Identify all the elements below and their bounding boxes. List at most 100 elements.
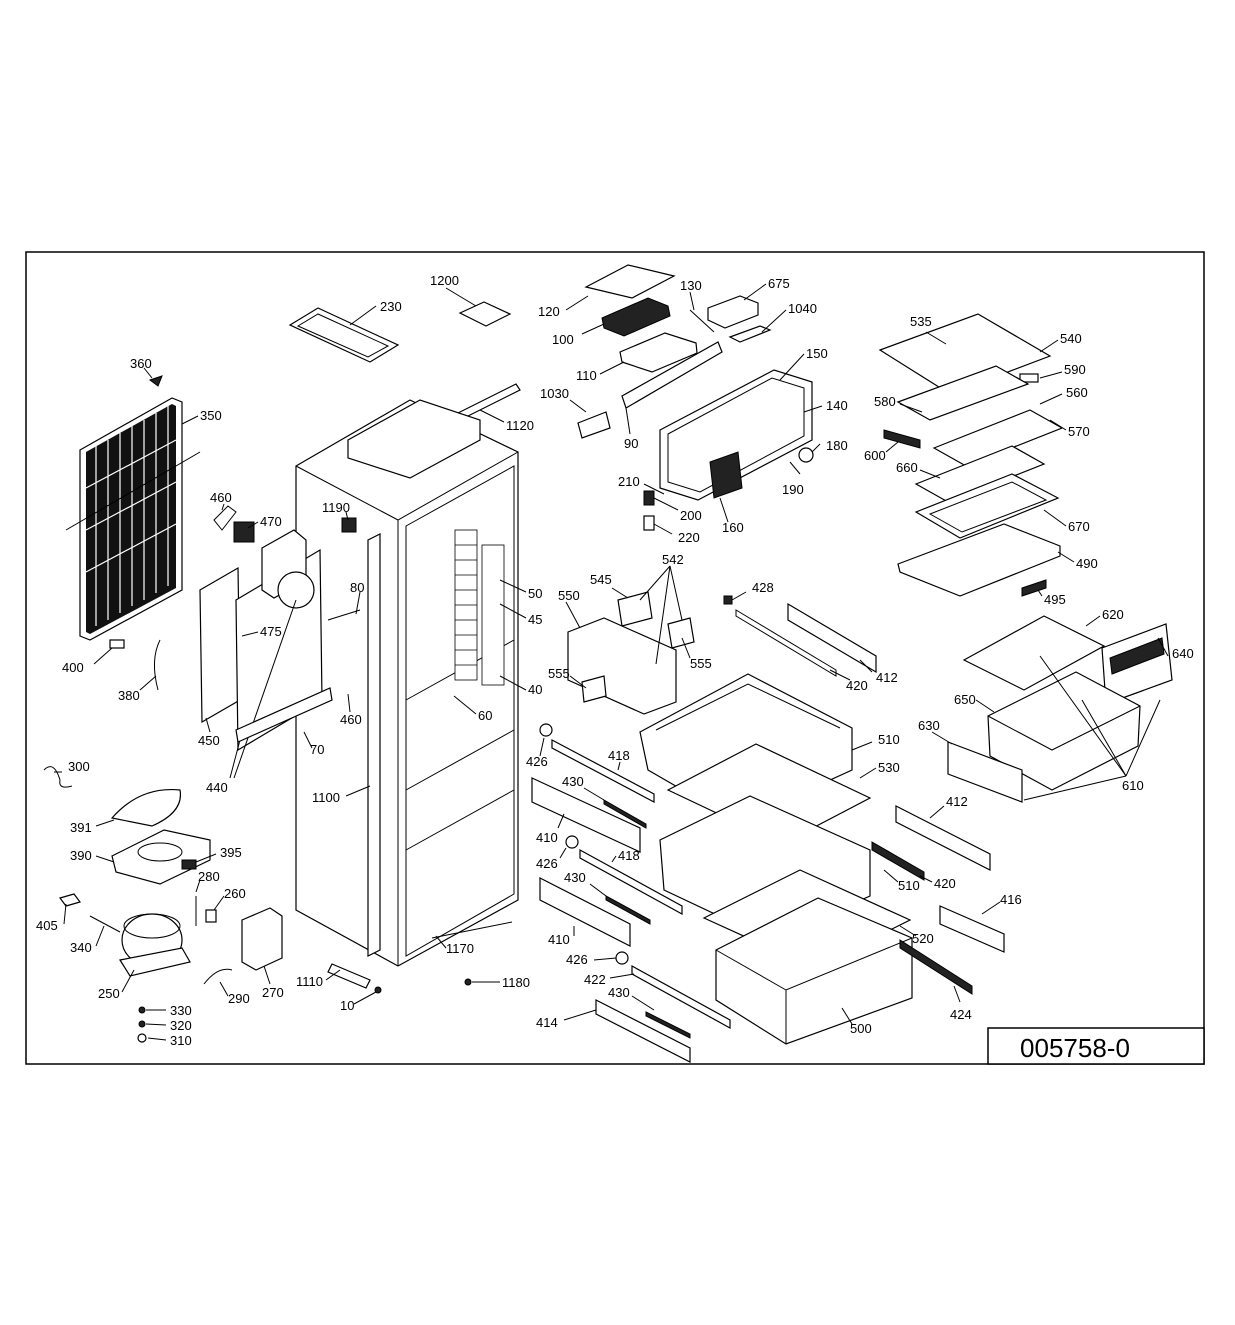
label-610: 610 [1122, 778, 1144, 793]
label-1170: 1170 [446, 941, 474, 956]
label-428: 428 [752, 580, 774, 595]
part-drawings [43, 264, 1173, 1063]
label-190: 190 [782, 482, 804, 497]
label-230: 230 [380, 299, 402, 314]
label-200: 200 [680, 508, 702, 523]
label-418-a: 418 [608, 748, 630, 763]
label-410-a: 410 [536, 830, 558, 845]
label-250: 250 [98, 986, 120, 1001]
label-100: 100 [552, 332, 574, 347]
drawing-number: 005758-0 [1020, 1033, 1130, 1063]
label-412-top: 412 [876, 670, 898, 685]
label-50: 50 [528, 586, 542, 601]
label-1190: 1190 [322, 500, 350, 515]
label-350: 350 [200, 408, 222, 423]
label-620: 620 [1102, 607, 1124, 622]
label-542: 542 [662, 552, 684, 567]
label-180: 180 [826, 438, 848, 453]
drawing-number-box [987, 1027, 1205, 1065]
label-70: 70 [310, 742, 324, 757]
label-475: 475 [260, 624, 282, 639]
label-420-top: 420 [846, 678, 868, 693]
label-140: 140 [826, 398, 848, 413]
label-1200: 1200 [430, 273, 459, 288]
label-60: 60 [478, 708, 492, 723]
label-412-bottom: 412 [946, 794, 968, 809]
label-416: 416 [1000, 892, 1022, 907]
label-422: 422 [584, 972, 606, 987]
label-560: 560 [1066, 385, 1088, 400]
label-1180: 1180 [502, 975, 530, 990]
label-410-b: 410 [548, 932, 570, 947]
label-150: 150 [806, 346, 828, 361]
label-340: 340 [70, 940, 92, 955]
diagram-frame [25, 251, 1205, 1065]
label-420-bottom: 420 [934, 876, 956, 891]
label-580: 580 [874, 394, 896, 409]
label-110: 110 [576, 368, 597, 383]
label-290: 290 [228, 991, 250, 1006]
label-470: 470 [260, 514, 282, 529]
label-600: 600 [864, 448, 886, 463]
label-391: 391 [70, 820, 92, 835]
label-45: 45 [528, 612, 542, 627]
label-1110: 1110 [296, 974, 323, 989]
label-270: 270 [262, 985, 284, 1000]
label-440: 440 [206, 780, 228, 795]
label-550: 550 [558, 588, 580, 603]
label-520: 520 [912, 931, 934, 946]
label-590: 590 [1064, 362, 1086, 377]
leader-lines [54, 283, 1169, 1041]
label-120: 120 [538, 304, 560, 319]
label-130: 130 [680, 278, 702, 293]
label-426-a: 426 [526, 754, 548, 769]
label-90: 90 [624, 436, 638, 451]
label-426-b: 426 [536, 856, 558, 871]
label-500: 500 [850, 1021, 872, 1036]
label-430-a: 430 [562, 774, 584, 789]
label-395: 395 [220, 845, 242, 860]
label-675: 675 [768, 276, 790, 291]
label-650: 650 [954, 692, 976, 707]
label-530: 530 [878, 760, 900, 775]
label-310: 310 [170, 1033, 192, 1048]
label-80: 80 [350, 580, 364, 595]
label-426-c: 426 [566, 952, 588, 967]
label-1030: 1030 [540, 386, 569, 401]
label-510-bottom: 510 [898, 878, 920, 893]
label-430-b: 430 [564, 870, 586, 885]
label-300: 300 [68, 759, 90, 774]
label-424: 424 [950, 1007, 972, 1022]
label-418-b: 418 [618, 848, 640, 863]
label-545: 545 [590, 572, 612, 587]
label-260: 260 [224, 886, 246, 901]
label-510-top: 510 [878, 732, 900, 747]
label-1120: 1120 [506, 418, 534, 433]
label-630: 630 [918, 718, 940, 733]
label-490: 490 [1076, 556, 1098, 571]
label-555-right: 555 [690, 656, 712, 671]
label-660: 660 [896, 460, 918, 475]
label-160: 160 [722, 520, 744, 535]
label-210: 210 [618, 474, 640, 489]
label-330: 330 [170, 1003, 192, 1018]
label-495: 495 [1044, 592, 1066, 607]
label-320: 320 [170, 1018, 192, 1033]
label-430-c: 430 [608, 985, 630, 1000]
part-labels: 230 1200 120 130 675 10 40 100 110 150 10… [36, 273, 1194, 1048]
label-460-top: 460 [210, 490, 232, 505]
label-400: 400 [62, 660, 84, 675]
label-360: 360 [130, 356, 152, 371]
label-10: 10 [340, 998, 354, 1013]
label-414: 414 [536, 1015, 558, 1030]
label-280: 280 [198, 869, 220, 884]
label-460-mid: 460 [340, 712, 362, 727]
label-555-left: 555 [548, 666, 570, 681]
label-40: 40 [528, 682, 542, 697]
label-450: 450 [198, 733, 220, 748]
label-1100: 1100 [312, 790, 340, 805]
label-540: 540 [1060, 331, 1082, 346]
label-640: 640 [1172, 646, 1194, 661]
label-380: 380 [118, 688, 140, 703]
label-570: 570 [1068, 424, 1090, 439]
